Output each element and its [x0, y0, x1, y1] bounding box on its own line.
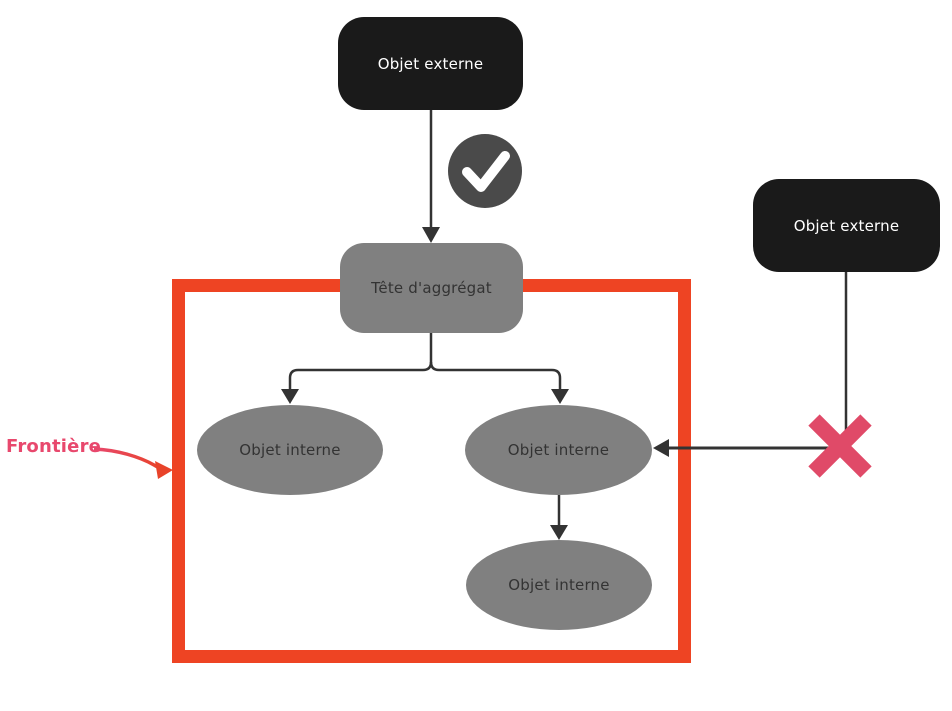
- node-label: Objet interne: [239, 441, 341, 459]
- connector-forbidden: [653, 272, 848, 457]
- node-label: Objet externe: [793, 216, 900, 235]
- node-internal-object-middle: Objet interne: [465, 405, 652, 495]
- node-internal-object-bottom: Objet interne: [466, 540, 652, 630]
- node-label: Objet externe: [377, 54, 484, 73]
- connector-head-to-internals: [281, 333, 569, 404]
- node-aggregate-head: Tête d'aggrégat: [340, 243, 523, 333]
- x-icon: [808, 414, 872, 478]
- node-label: Tête d'aggrégat: [371, 279, 492, 297]
- node-label: Objet interne: [508, 576, 610, 594]
- node-external-object-right: Objet externe: [753, 179, 940, 272]
- node-external-object-top: Objet externe: [338, 17, 523, 110]
- boundary-annotation-arrow: [93, 447, 173, 479]
- connector-external-to-head: [422, 110, 440, 243]
- boundary-label: Frontière: [6, 436, 102, 457]
- node-label: Objet interne: [507, 441, 610, 459]
- check-icon: [448, 134, 522, 208]
- connector-internal-to-internal: [550, 495, 568, 540]
- aggregate-boundary-box: [172, 279, 691, 663]
- node-internal-object-left: Objet interne: [197, 405, 383, 495]
